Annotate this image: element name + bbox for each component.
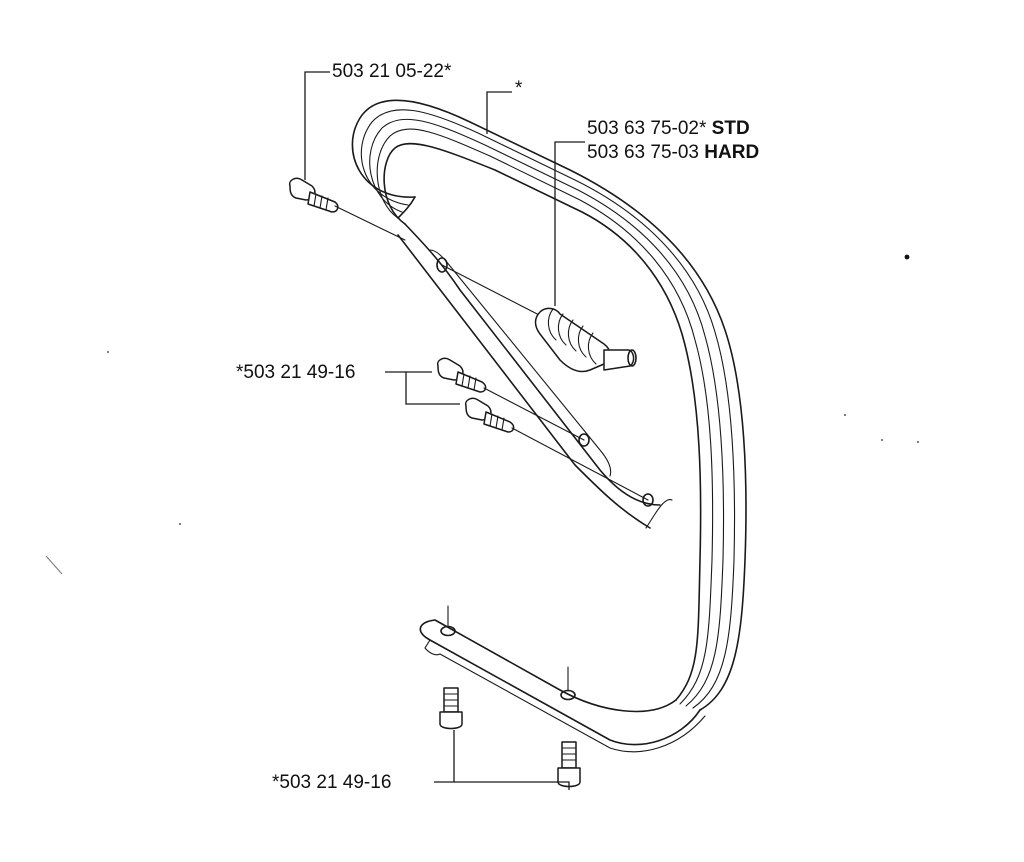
label-middle-screws: *503 21 49-16 bbox=[236, 362, 356, 383]
front-handle bbox=[351, 99, 747, 753]
leader-lines bbox=[304, 71, 585, 790]
label-anti-vibration-hard: 503 63 75-03 HARD bbox=[587, 142, 759, 164]
top-screw bbox=[288, 177, 406, 241]
label-handle-asterisk: * bbox=[515, 78, 523, 99]
scan-specks bbox=[45, 254, 919, 575]
av-hard-tag: HARD bbox=[704, 142, 760, 163]
middle-screw-1 bbox=[436, 357, 585, 441]
anti-vibration-element bbox=[441, 264, 637, 373]
label-top-screw: 503 21 05-22* bbox=[332, 61, 452, 82]
label-anti-vibration-std: 503 63 75-02* STD bbox=[587, 118, 750, 140]
bottom-screw-2 bbox=[557, 741, 581, 788]
middle-screw-2 bbox=[464, 397, 649, 501]
label-bottom-screws: *503 21 49-16 bbox=[272, 772, 392, 793]
av-std-tag: STD bbox=[711, 118, 750, 139]
av-std-number: 503 63 75-02* bbox=[587, 118, 707, 139]
av-hard-number: 503 63 75-03 bbox=[587, 142, 699, 163]
bottom-screw-1 bbox=[439, 687, 463, 730]
